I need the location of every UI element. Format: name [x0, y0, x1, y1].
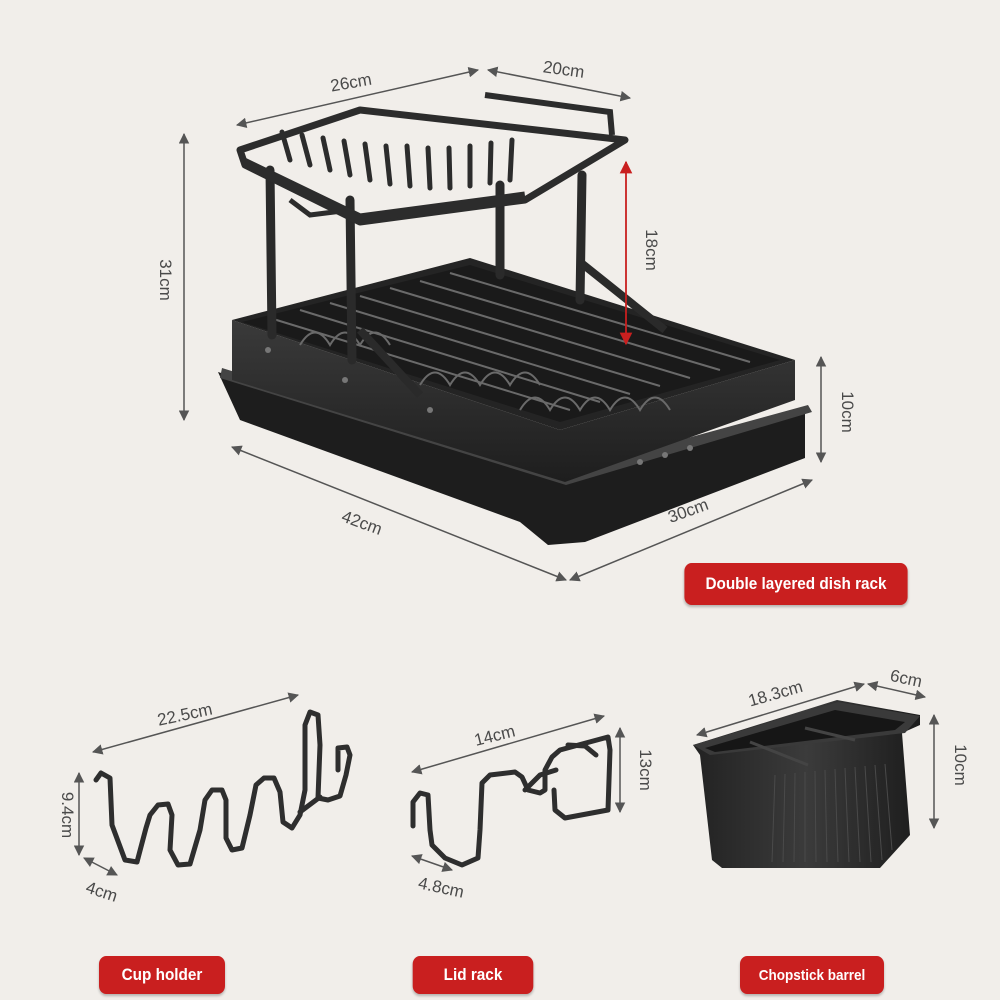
dim-line-lid-length	[410, 713, 606, 775]
cup-holder-drawing	[93, 709, 353, 868]
label-cup-length: 22.5cm	[156, 700, 214, 730]
dim-line-top-depth	[486, 66, 632, 102]
dim-line-base-depth	[569, 478, 813, 582]
chopstick-barrel-label-badge: Chopstick barrel	[740, 956, 884, 994]
label-top-length: 26cm	[329, 70, 373, 96]
label-base-length: 42cm	[339, 507, 385, 539]
dim-line-chop-length	[695, 681, 866, 738]
dim-line-chop-depth	[866, 680, 927, 701]
dim-line-base-length	[231, 445, 567, 582]
dim-line-cup-depth	[83, 857, 118, 876]
label-tier-gap: 18cm	[642, 229, 661, 271]
label-top-depth: 20cm	[542, 57, 586, 82]
dim-line-top-length	[235, 66, 480, 129]
label-height: 31cm	[156, 259, 175, 301]
label-lid-length: 14cm	[472, 721, 517, 749]
label-lid-height: 13cm	[636, 749, 655, 791]
dish-rack-label-badge: Double layered dish rack	[684, 563, 908, 605]
lid-rack-drawing	[410, 734, 613, 868]
dim-line-cup-length	[91, 692, 300, 755]
label-cup-height: 9.4cm	[58, 792, 77, 838]
label-cup-depth: 4cm	[83, 878, 119, 906]
lid-rack-label-badge: Lid rack	[412, 956, 534, 994]
label-chop-height: 10cm	[951, 744, 970, 786]
dim-line-lid-depth	[411, 854, 453, 872]
label-chop-depth: 6cm	[888, 666, 923, 691]
cup-holder-label-badge: Cup holder	[99, 956, 225, 994]
label-lid-depth: 4.8cm	[417, 874, 466, 902]
label-tray-height: 10cm	[838, 391, 857, 433]
